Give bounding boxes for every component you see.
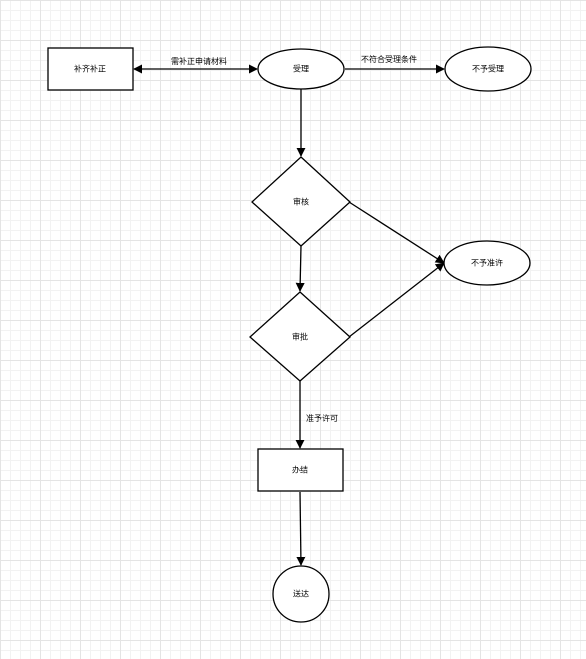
node-deliver[interactable]: 送达 bbox=[272, 565, 330, 623]
node-label-supplement: 补齐补正 bbox=[74, 64, 106, 74]
edge-approve-not-approve[interactable] bbox=[348, 262, 445, 338]
node-approve[interactable]: 审批 bbox=[249, 291, 351, 382]
node-label-approve: 审批 bbox=[292, 332, 308, 342]
edge-label-grant-permission: 准予许可 bbox=[306, 413, 338, 423]
node-review[interactable]: 审核 bbox=[251, 156, 351, 247]
node-label-not-accept: 不予受理 bbox=[472, 64, 504, 74]
node-not-approve[interactable]: 不予准许 bbox=[443, 240, 531, 286]
node-label-accept: 受理 bbox=[293, 64, 309, 74]
node-complete[interactable]: 办结 bbox=[257, 448, 344, 492]
node-supplement[interactable]: 补齐补正 bbox=[47, 47, 134, 91]
edge-review-approve[interactable] bbox=[295, 245, 305, 292]
node-label-not-approve: 不予准许 bbox=[471, 258, 503, 268]
edge-review-not-approve[interactable] bbox=[348, 201, 445, 264]
edge-complete-deliver[interactable] bbox=[296, 491, 306, 566]
node-accept[interactable]: 受理 bbox=[257, 48, 345, 90]
node-label-complete: 办结 bbox=[292, 465, 308, 475]
edge-label-not-meet-conditions: 不符合受理条件 bbox=[361, 54, 417, 64]
node-label-review: 审核 bbox=[293, 197, 309, 207]
nodes: 补齐补正 受理 不予受理 审核 不予准许 审批 办结 送达 bbox=[47, 46, 532, 623]
node-label-deliver: 送达 bbox=[293, 589, 309, 599]
node-not-accept[interactable]: 不予受理 bbox=[444, 46, 532, 92]
edges: 需补正申请材料 不符合受理条件 准予许可 bbox=[133, 54, 445, 566]
edge-label-need-supplement: 需补正申请材料 bbox=[171, 56, 227, 66]
